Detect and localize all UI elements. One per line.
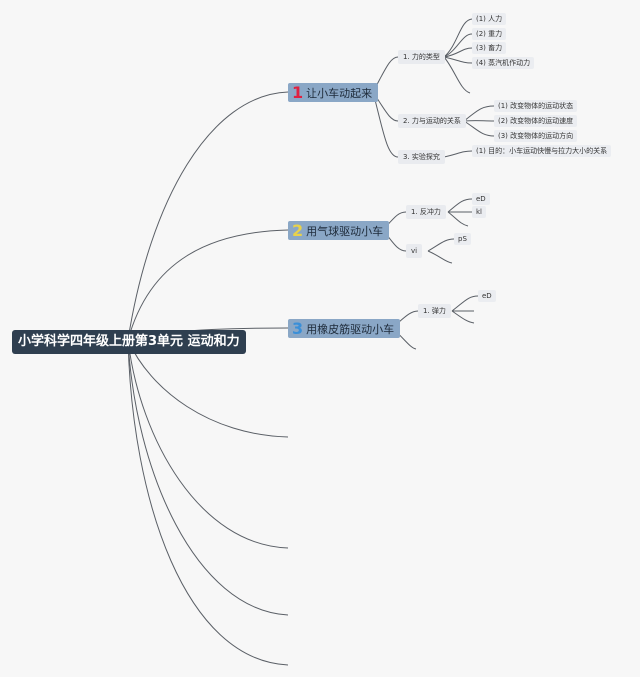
connector-root-empty1 xyxy=(127,339,289,438)
connector-second-empty xyxy=(427,250,453,264)
branch-title: 用气球驱动小车 xyxy=(306,225,384,238)
leaf-second-c[interactable]: pS xyxy=(454,233,471,245)
connector-root-empty3 xyxy=(127,339,289,616)
leaf-steam-power[interactable]: (4) 蒸汽机作动力 xyxy=(472,57,535,69)
connector-root-empty4 xyxy=(127,339,289,666)
subtopic-elastic[interactable]: 1. 弹力 xyxy=(418,304,451,318)
connector-recoil-empty xyxy=(447,211,469,227)
leaf-change-direction[interactable]: (3) 改变物体的运动方向 xyxy=(494,130,578,142)
leaf-change-state[interactable]: (1) 改变物体的运动状态 xyxy=(494,100,578,112)
connector-s3-goal xyxy=(443,150,473,158)
subtopic-force-types[interactable]: 1. 力的类型 xyxy=(398,50,445,64)
subtopic-second[interactable]: vi xyxy=(406,244,423,258)
connector-root-branch1 xyxy=(127,91,289,341)
connector-elastic-a xyxy=(451,295,479,312)
branch-number: 2 xyxy=(292,221,304,240)
leaf-human-power[interactable]: (1) 人力 xyxy=(472,13,507,25)
connector-s1-human xyxy=(443,18,473,58)
branch-title: 用橡皮筋驱动小车 xyxy=(306,323,395,336)
branch-number: 1 xyxy=(292,83,304,102)
leaf-recoil-b[interactable]: kl xyxy=(472,206,486,218)
connector-root-branch2 xyxy=(127,229,289,341)
leaf-experiment-goal[interactable]: (1) 目的：小车运动快慢与拉力大小的关系 xyxy=(472,145,612,157)
branch-title: 让小车动起来 xyxy=(306,87,373,100)
subtopic-experiment[interactable]: 3. 实验探究 xyxy=(398,150,445,164)
leaf-change-speed[interactable]: (2) 改变物体的运动速度 xyxy=(494,115,578,127)
connector-s1-animal xyxy=(443,47,473,58)
leaf-recoil-a[interactable]: eD xyxy=(472,193,490,205)
root-topic[interactable]: 小学科学四年级上册第3单元 运动和力 xyxy=(12,330,246,354)
connector-root-empty2 xyxy=(127,339,289,549)
connector-recoil-a xyxy=(447,198,473,213)
branch-number: 3 xyxy=(292,319,304,338)
connector-second-c xyxy=(427,238,455,252)
connector-s2-direction xyxy=(463,120,495,137)
connector-s1-steam xyxy=(443,56,473,64)
connector-elastic-empty2 xyxy=(451,310,475,324)
connector-s2-state xyxy=(463,105,495,122)
leaf-animal-power[interactable]: (3) 畜力 xyxy=(472,42,507,54)
leaf-elastic-a[interactable]: eD xyxy=(478,290,496,302)
leaf-gravity[interactable]: (2) 重力 xyxy=(472,28,507,40)
subtopic-force-motion[interactable]: 2. 力与运动的关系 xyxy=(398,114,466,128)
connector-b1-s3 xyxy=(372,91,399,158)
connector-s1-empty xyxy=(443,56,471,94)
connector-s1-gravity xyxy=(443,33,473,58)
subtopic-recoil[interactable]: 1. 反冲力 xyxy=(406,205,446,219)
